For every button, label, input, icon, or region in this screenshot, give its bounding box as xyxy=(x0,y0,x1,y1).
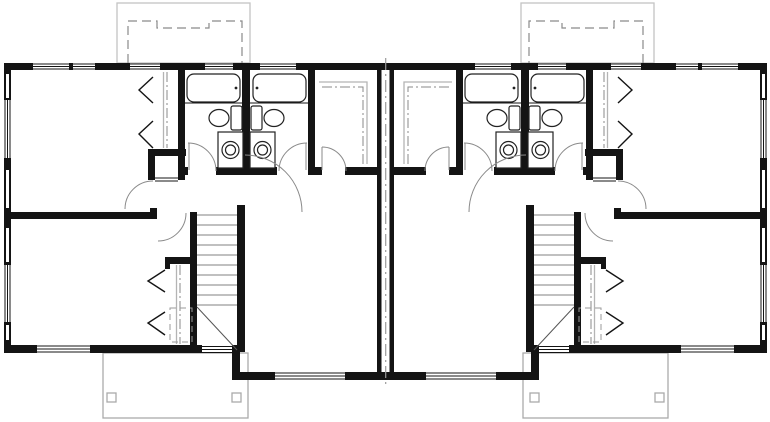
windows xyxy=(4,63,345,380)
bifold-door-icon xyxy=(146,311,166,336)
bedroom1-closet xyxy=(137,72,168,149)
garage-outline xyxy=(116,2,251,64)
window xyxy=(37,345,90,353)
window xyxy=(33,63,95,70)
stair-treads xyxy=(197,214,237,306)
bifold-door-icon xyxy=(146,269,166,293)
deck-post xyxy=(231,392,242,403)
bedroom1-door-arc xyxy=(124,180,154,210)
unit-right xyxy=(393,2,768,419)
deck xyxy=(102,352,249,419)
bath2-door-arc xyxy=(278,142,308,172)
window xyxy=(205,63,233,70)
window xyxy=(275,372,345,380)
bifold-door-icon xyxy=(137,120,154,149)
window xyxy=(4,265,11,322)
stair-break-line xyxy=(196,306,238,351)
toilet-icon xyxy=(263,108,285,128)
door-arcs xyxy=(124,142,347,242)
window xyxy=(202,346,232,353)
party-wall xyxy=(377,58,394,384)
bathroom-1 xyxy=(185,73,244,169)
window xyxy=(130,63,160,70)
walk-in-closet xyxy=(319,81,368,164)
toilet-icon xyxy=(208,108,230,128)
bathroom-2 xyxy=(249,73,308,169)
window xyxy=(260,63,296,70)
bedroom2-closet xyxy=(146,265,193,344)
toilet-tank-icon xyxy=(230,105,243,131)
bathtub-icon xyxy=(252,73,307,103)
interior-walls xyxy=(4,63,377,352)
unit-left xyxy=(4,2,377,419)
bedroom2-door-arc xyxy=(157,212,187,242)
bathtub-icon xyxy=(186,73,241,103)
bifold-door-icon xyxy=(137,76,154,104)
stair-door-arc xyxy=(244,154,303,213)
deck-post xyxy=(106,392,117,403)
toilet-tank-icon xyxy=(250,105,263,131)
stairs xyxy=(196,214,238,351)
bath1-door-arc xyxy=(187,142,217,172)
wic-door-arc xyxy=(321,146,347,172)
window xyxy=(4,100,11,158)
